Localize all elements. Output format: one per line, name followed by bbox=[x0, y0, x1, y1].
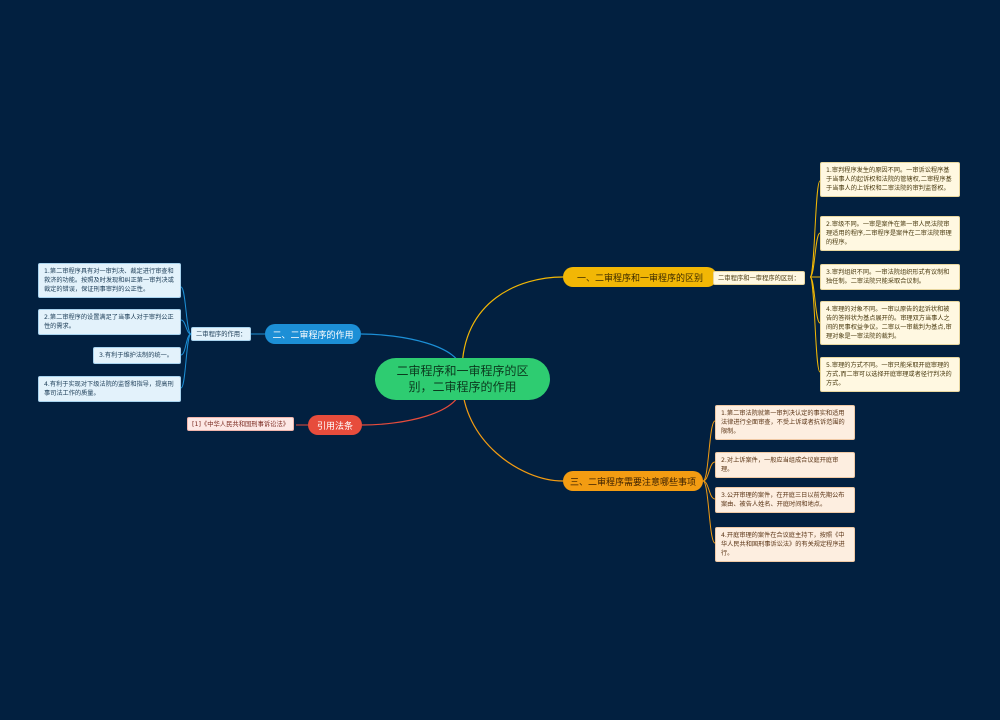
branch-notes[interactable]: 三、二审程序需要注意哪些事项 bbox=[563, 471, 703, 491]
role-label[interactable]: 二审程序的作用： bbox=[191, 327, 252, 341]
difference-item-5[interactable]: 5.审理的方式不同。一审只能采取开庭审理的方式,而二审可以选择开庭审理或者径行判… bbox=[820, 357, 960, 392]
role-item-4[interactable]: 4.有利于实现对下级法院的监督和指导，提高刑事司法工作的质量。 bbox=[38, 376, 181, 402]
citation-label[interactable]: [1]《中华人民共和国刑事诉讼法》 bbox=[187, 417, 295, 431]
branch-second-instance-role[interactable]: 二、二审程序的作用 bbox=[265, 324, 361, 344]
difference-item-1[interactable]: 1.审判程序发生的原因不同。一审诉讼程序基于当事人的起诉权和法院的管辖权,二审程… bbox=[820, 162, 960, 197]
difference-item-3[interactable]: 3.审判组织不同。一审法院组织形式有议制和独任制。二审法院只能采取合议制。 bbox=[820, 264, 960, 290]
role-item-1[interactable]: 1.第二审程序具有对一审判决、裁定进行审查和救济的功能。按照及时发现和纠正第一审… bbox=[38, 263, 181, 298]
difference-item-4[interactable]: 4.审理的对象不同。一审以原告的起诉状和被告的答辩状为基点展开的。审理双方当事人… bbox=[820, 301, 960, 345]
note-item-1[interactable]: 1.第二审法院就第一审判决认定的事实和适用法律进行全面审查，不受上诉或者抗诉范围… bbox=[715, 405, 855, 440]
branch-differences[interactable]: 一、二审程序和一审程序的区别 bbox=[563, 267, 717, 287]
differences-label[interactable]: 二审程序和一审程序的区别： bbox=[713, 271, 805, 285]
note-item-3[interactable]: 3.公开审理的案件，在开庭三日以前先期公布案由、被告人姓名、开庭时间和地点。 bbox=[715, 487, 855, 513]
role-item-3[interactable]: 3.有利于维护法制的统一。 bbox=[93, 347, 181, 364]
role-item-2[interactable]: 2.第二审程序的设置满足了当事人对于审判公正性的需求。 bbox=[38, 309, 181, 335]
branch-citations[interactable]: 引用法条 bbox=[308, 415, 362, 435]
central-topic[interactable]: 二审程序和一审程序的区别，二审程序的作用 bbox=[375, 358, 550, 400]
note-item-4[interactable]: 4.开庭审理的案件在合议庭主持下，按照《中华人民共和国刑事诉讼法》的有关规定程序… bbox=[715, 527, 855, 562]
difference-item-2[interactable]: 2.审级不同。一审是案件在第一审人民法院审理适用的程序,二审程序是案件在二审法院… bbox=[820, 216, 960, 251]
note-item-2[interactable]: 2.对上诉案件，一般应当组成合议庭开庭审理。 bbox=[715, 452, 855, 478]
